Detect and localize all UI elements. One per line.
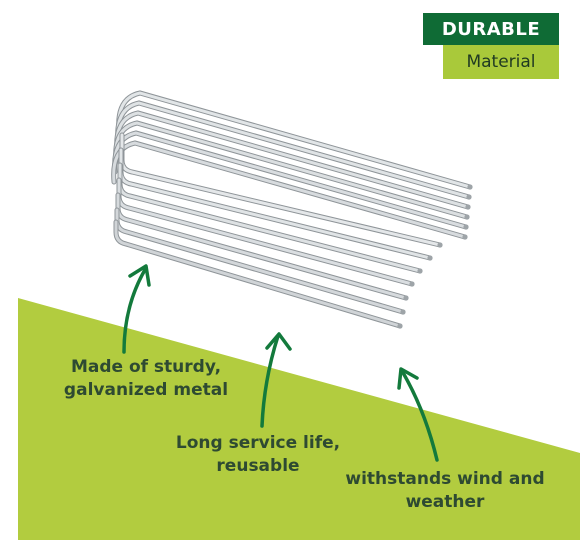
callout-long-service-life: Long service life, reusable	[175, 433, 341, 476]
arrow-2-head-icon	[265, 332, 292, 351]
arrow-3-head-icon	[397, 367, 419, 390]
ground-staples-image	[111, 90, 473, 329]
callout-galvanized-metal: Made of sturdy, galvanized metal	[63, 357, 229, 400]
durable-badge-title: DURABLE	[423, 13, 559, 45]
arrow-2-icon	[260, 334, 280, 428]
arrow-1-icon	[122, 266, 148, 354]
callout-weather-resistant: withstands wind and weather	[345, 469, 545, 512]
callout-arrows	[122, 264, 439, 462]
green-slope	[18, 298, 580, 540]
durable-badge-subtitle: Material	[443, 45, 559, 79]
arrow-3-icon	[400, 369, 439, 462]
arrow-1-head-icon	[128, 264, 151, 287]
